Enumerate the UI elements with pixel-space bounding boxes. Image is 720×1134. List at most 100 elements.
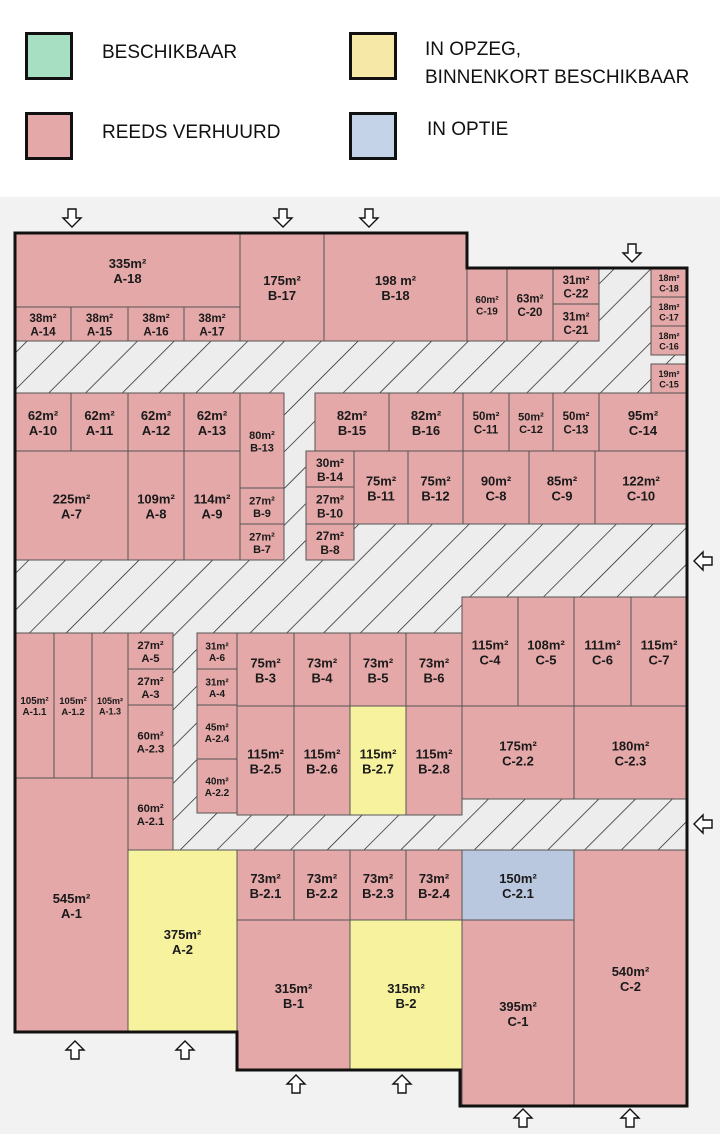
unit-block[interactable] <box>127 306 185 342</box>
unit-block[interactable] <box>573 705 688 800</box>
unit-block[interactable] <box>598 392 688 452</box>
unit-b-18[interactable]: 198 m²B-18 <box>323 232 468 342</box>
unit-block[interactable] <box>349 919 463 1071</box>
unit-block[interactable] <box>127 392 185 452</box>
unit-block[interactable] <box>239 392 285 489</box>
unit-block[interactable] <box>650 363 688 394</box>
unit-block[interactable] <box>461 919 575 1107</box>
unit-block[interactable] <box>127 777 174 851</box>
unit-block[interactable] <box>349 705 407 816</box>
unit-block[interactable] <box>461 596 519 707</box>
unit-block[interactable] <box>305 486 355 525</box>
unit-block[interactable] <box>461 705 575 800</box>
unit-block[interactable] <box>293 705 351 816</box>
unit-block[interactable] <box>127 849 238 1033</box>
unit-block[interactable] <box>196 632 238 670</box>
unit-block[interactable] <box>349 849 407 921</box>
unit-block[interactable] <box>14 392 72 452</box>
unit-block[interactable] <box>196 758 238 814</box>
unit-block[interactable] <box>462 450 530 525</box>
unit-block[interactable] <box>239 523 285 561</box>
unit-block[interactable] <box>14 632 55 779</box>
unit-block[interactable] <box>405 705 463 816</box>
unit-block[interactable] <box>236 849 295 921</box>
unit-block[interactable] <box>236 705 295 816</box>
unit-block[interactable] <box>461 849 575 921</box>
unit-block[interactable] <box>405 632 463 707</box>
unit-block[interactable] <box>236 919 351 1071</box>
unit-block[interactable] <box>305 450 355 488</box>
unit-block[interactable] <box>528 450 596 525</box>
unit-block[interactable] <box>183 450 241 561</box>
unit-block[interactable] <box>573 849 688 1107</box>
unit-block[interactable] <box>594 450 688 525</box>
unit-block[interactable] <box>70 306 129 342</box>
unit-block[interactable] <box>552 303 600 342</box>
unit-block[interactable] <box>127 704 174 779</box>
unit-block[interactable] <box>552 392 600 452</box>
